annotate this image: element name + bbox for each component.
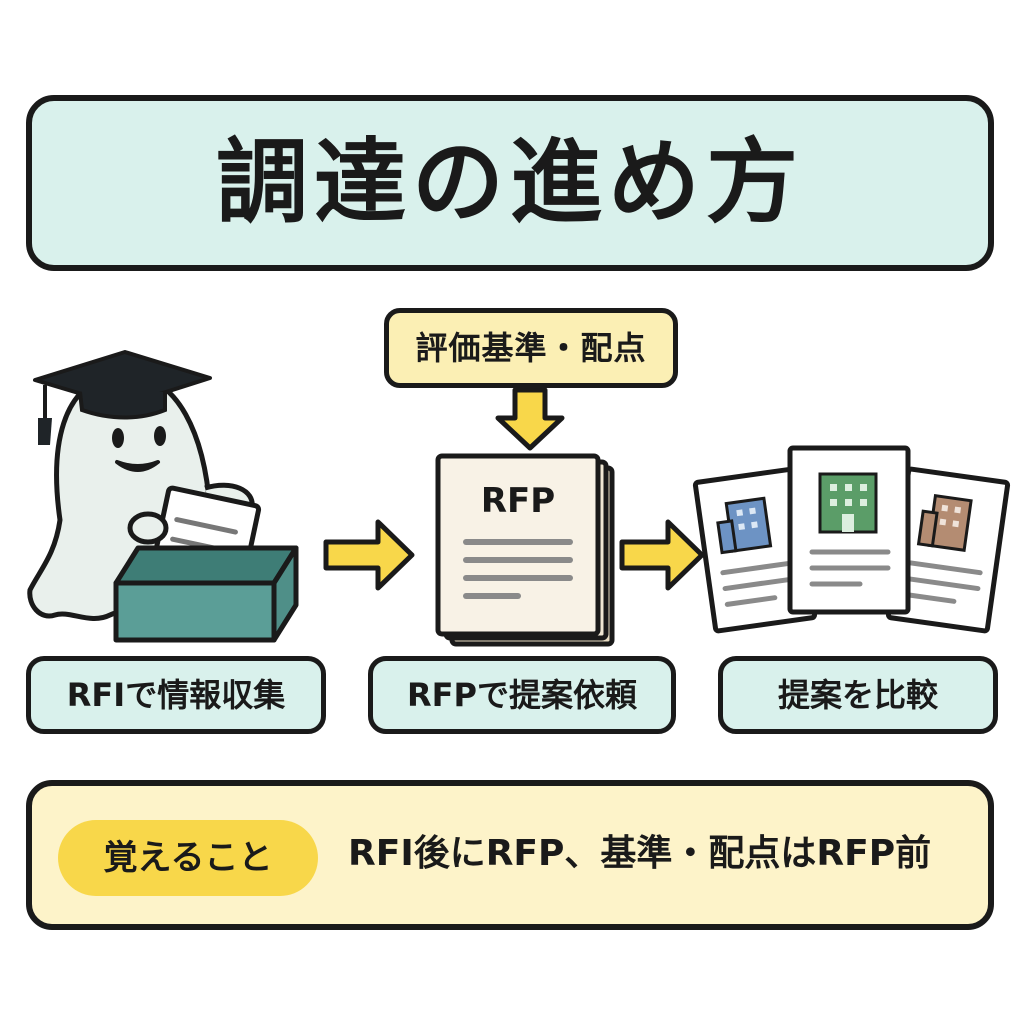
- criteria-callout: 評価基準・配点: [384, 308, 678, 388]
- key-point-tag: 覚えること: [58, 820, 318, 896]
- step-label-text: 提案を比較: [777, 676, 938, 714]
- page-title: 調達の進め方: [215, 129, 804, 236]
- rfp-doc-label: RFP: [481, 481, 555, 521]
- proposal-card-icon: [787, 445, 911, 615]
- building-icon: [818, 472, 878, 534]
- building-icon: [916, 494, 973, 552]
- proposal-card-icon: [885, 466, 1011, 634]
- step-label-text: RFIで情報収集: [66, 676, 286, 714]
- collection-box-icon: [113, 545, 299, 643]
- step-label-rfi: RFIで情報収集: [26, 656, 326, 734]
- arrow-right-icon: [323, 519, 415, 591]
- step-label-rfp: RFPで提案依頼: [368, 656, 676, 734]
- graduation-cap-icon: [33, 350, 212, 445]
- proposal-card-icon: [692, 466, 818, 634]
- arrow-down-icon: [495, 387, 565, 451]
- step-label-text: RFPで提案依頼: [407, 676, 637, 714]
- key-point-box: 覚えること RFI後にRFP、基準・配点はRFP前: [26, 780, 994, 930]
- title-banner: 調達の進め方: [26, 95, 994, 271]
- key-point-text: RFI後にRFP、基準・配点はRFP前: [348, 833, 932, 874]
- step-label-compare: 提案を比較: [718, 656, 998, 734]
- rfp-document-icon: RFP: [435, 453, 615, 647]
- key-point-tag-text: 覚えること: [103, 838, 273, 878]
- criteria-label: 評価基準・配点: [415, 329, 647, 367]
- building-icon: [716, 496, 773, 555]
- arrow-right-icon: [619, 519, 705, 591]
